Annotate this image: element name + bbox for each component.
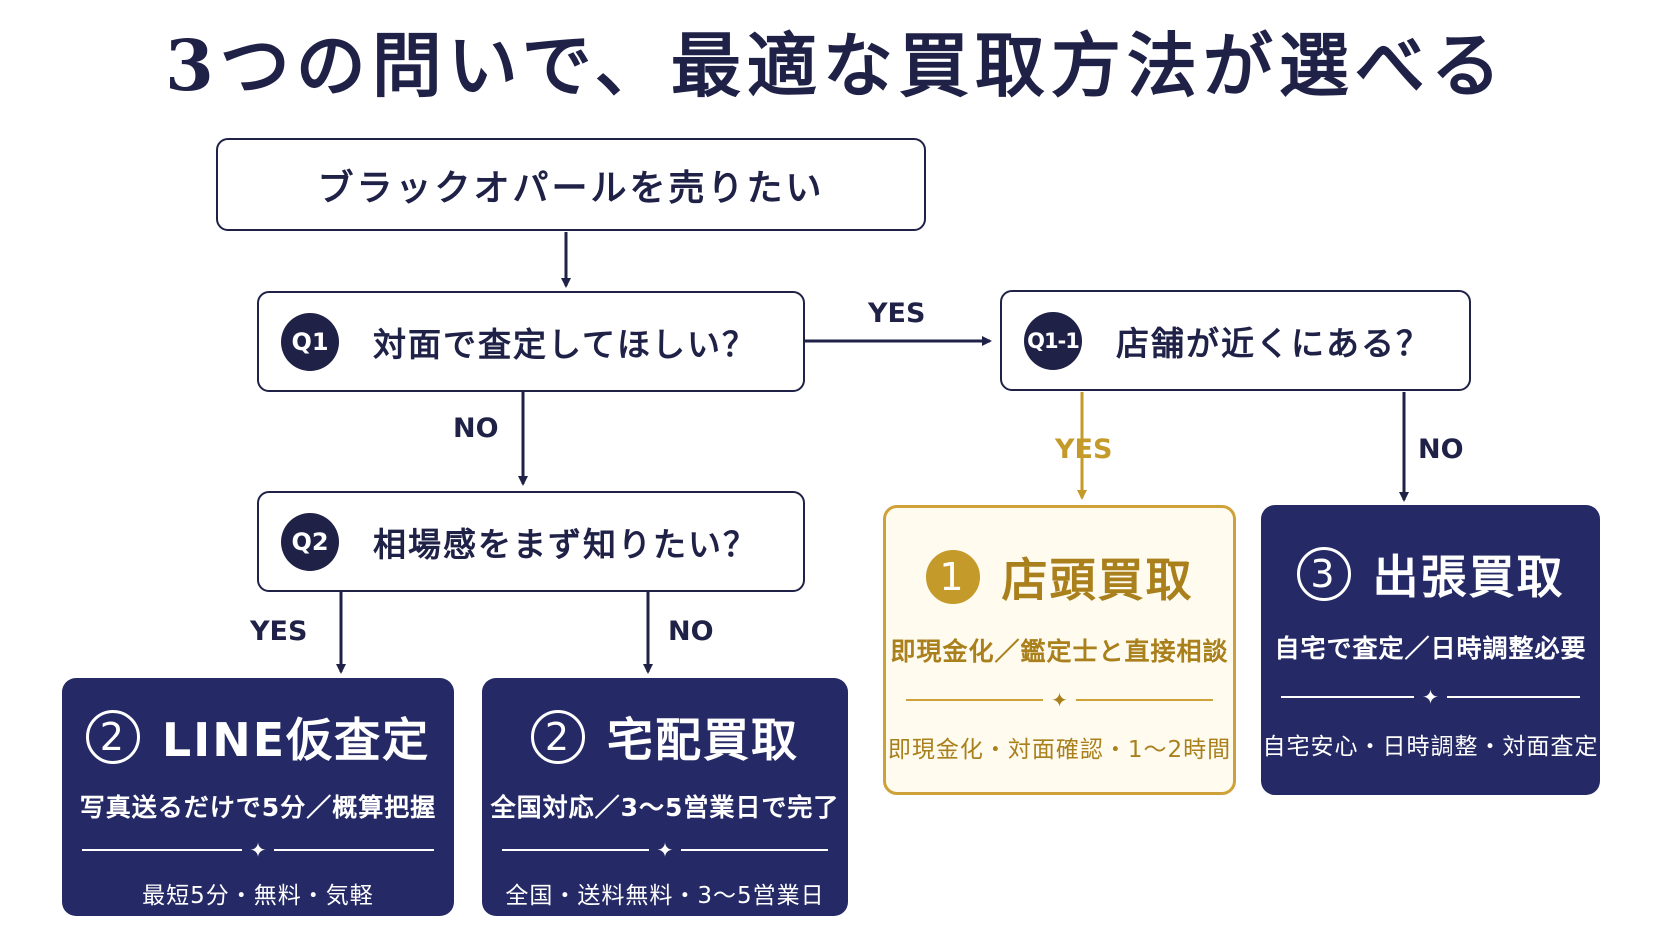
sparkle-icon: ✦ [656,838,674,862]
label-q2-yes: YES [250,616,308,647]
q1-text: 対面で査定してほしい？ [373,324,758,364]
delivery-number-icon: 2 [531,710,585,764]
label-q1-no: NO [453,413,499,444]
start-node: ブラックオパールを売りたい [216,138,926,231]
visit-number-icon: 3 [1296,547,1351,601]
store-footer: 即現金化・対面確認・1〜2時間 [887,737,1232,763]
delivery-title: 宅配買取 [607,713,799,767]
visit-footer: 自宅安心・日時調整・対面査定 [1262,734,1599,760]
line-subtitle: 写真送るだけで5分／概算把握 [79,793,437,822]
visit-title: 出張買取 [1372,550,1565,604]
delivery-title-row: 2 宅配買取 [482,704,848,770]
q1-1-badge: Q1-1 [1024,311,1082,370]
result-delivery: 2 宅配買取 全国対応／3〜5営業日で完了 ✦ 全国・送料無料・3〜5営業日 [482,678,848,916]
result-line: 2 LINE仮査定 写真送るだけで5分／概算把握 ✦ 最短5分・無料・気軽 [62,678,454,916]
sparkle-icon: ✦ [1422,685,1439,709]
line-number-icon: 2 [85,710,140,764]
label-q11-no: NO [1418,434,1464,465]
label-q11-yes: YES [1055,434,1113,465]
question-q1: Q1 対面で査定してほしい？ [257,291,805,392]
visit-subtitle: 自宅で査定／日時調整必要 [1274,634,1587,663]
line-divider: ✦ [82,838,435,862]
store-subtitle: 即現金化／鑑定士と直接相談 [890,637,1229,666]
store-number-icon: 1 [925,550,980,604]
delivery-divider: ✦ [502,838,829,862]
q1-1-text: 店舗が近くにある？ [1116,323,1431,363]
label-q2-no: NO [668,616,714,647]
sparkle-icon: ✦ [249,838,267,862]
line-footer: 最短5分・無料・気軽 [142,883,374,909]
visit-title-row: 3 出張買取 [1261,541,1600,607]
question-q2: Q2 相場感をまず知りたい？ [257,491,805,592]
q1-badge: Q1 [281,312,339,371]
store-divider: ✦ [906,688,1214,712]
q2-text: 相場感をまず知りたい？ [373,524,758,564]
question-q1-1: Q1-1 店舗が近くにある？ [1000,290,1471,391]
store-title-row: 1 店頭買取 [886,544,1233,610]
line-title-row: 2 LINE仮査定 [62,704,454,770]
delivery-subtitle: 全国対応／3〜5営業日で完了 [490,793,840,822]
start-text: ブラックオパールを売りたい [317,167,825,209]
label-q1-yes: YES [868,298,926,329]
store-title: 店頭買取 [1001,553,1194,607]
q2-badge: Q2 [281,512,339,571]
delivery-footer: 全国・送料無料・3〜5営業日 [505,883,825,909]
result-visit: 3 出張買取 自宅で査定／日時調整必要 ✦ 自宅安心・日時調整・対面査定 [1261,505,1600,795]
visit-divider: ✦ [1281,685,1581,709]
result-store: 1 店頭買取 即現金化／鑑定士と直接相談 ✦ 即現金化・対面確認・1〜2時間 [883,505,1236,795]
line-title: LINE仮査定 [161,713,431,767]
page-title: 3つの問いで、最適な買取方法が選べる [165,24,1507,107]
sparkle-icon: ✦ [1051,688,1068,712]
